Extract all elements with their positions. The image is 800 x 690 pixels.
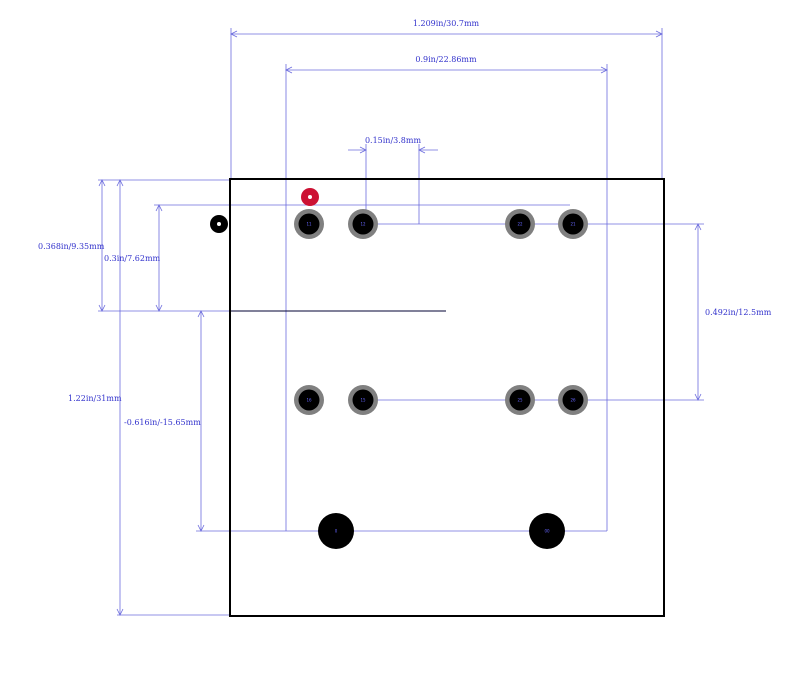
pad-row-b: 16 15 25 26	[294, 385, 588, 415]
pad: 21	[558, 209, 588, 239]
dim-row-a-to-ref-label: 0.3in/7.62mm	[104, 254, 161, 263]
dim-row-spacing-label: 0.492in/12.5mm	[705, 308, 772, 317]
mounting-pad: 0	[318, 513, 354, 549]
mounting-pad-label: 0	[335, 529, 338, 534]
origin-marker-icon	[210, 215, 228, 233]
mounting-pads: 0 00	[318, 513, 565, 549]
pad: 25	[505, 385, 535, 415]
dimension-lines	[98, 28, 704, 616]
pad-label: 11	[306, 222, 312, 227]
pad-label: 25	[517, 398, 523, 403]
dim-pin-span-width-label: 0.9in/22.86mm	[415, 55, 477, 64]
dim-pin-pitch-label: 0.15in/3.8mm	[365, 136, 422, 145]
pad-label: 15	[360, 398, 366, 403]
pad-label: 22	[517, 222, 523, 227]
pad: 15	[348, 385, 378, 415]
mounting-pad-label: 00	[544, 529, 550, 534]
dim-overall-width-label: 1.209in/30.7mm	[413, 19, 480, 28]
dim-ref-to-mount-label: -0.616in/-15.65mm	[124, 418, 201, 427]
component-outline	[229, 178, 665, 617]
pad: 11	[294, 209, 324, 239]
pad-label: 21	[570, 222, 576, 227]
pad: 22	[505, 209, 535, 239]
pad-label: 12	[360, 222, 366, 227]
pad: 12	[348, 209, 378, 239]
dim-top-to-row-a-label: 0.368in/9.35mm	[38, 242, 105, 251]
pad-row-a: 11 12 22 21	[294, 209, 588, 239]
dimension-arrows	[98, 30, 702, 616]
pin1-marker-icon	[301, 188, 319, 206]
pad: 16	[294, 385, 324, 415]
pad-label: 26	[570, 398, 576, 403]
pad: 26	[558, 385, 588, 415]
mounting-pad: 00	[529, 513, 565, 549]
pad-label: 16	[306, 398, 312, 403]
dim-overall-height-label: 1.22in/31mm	[68, 394, 122, 403]
